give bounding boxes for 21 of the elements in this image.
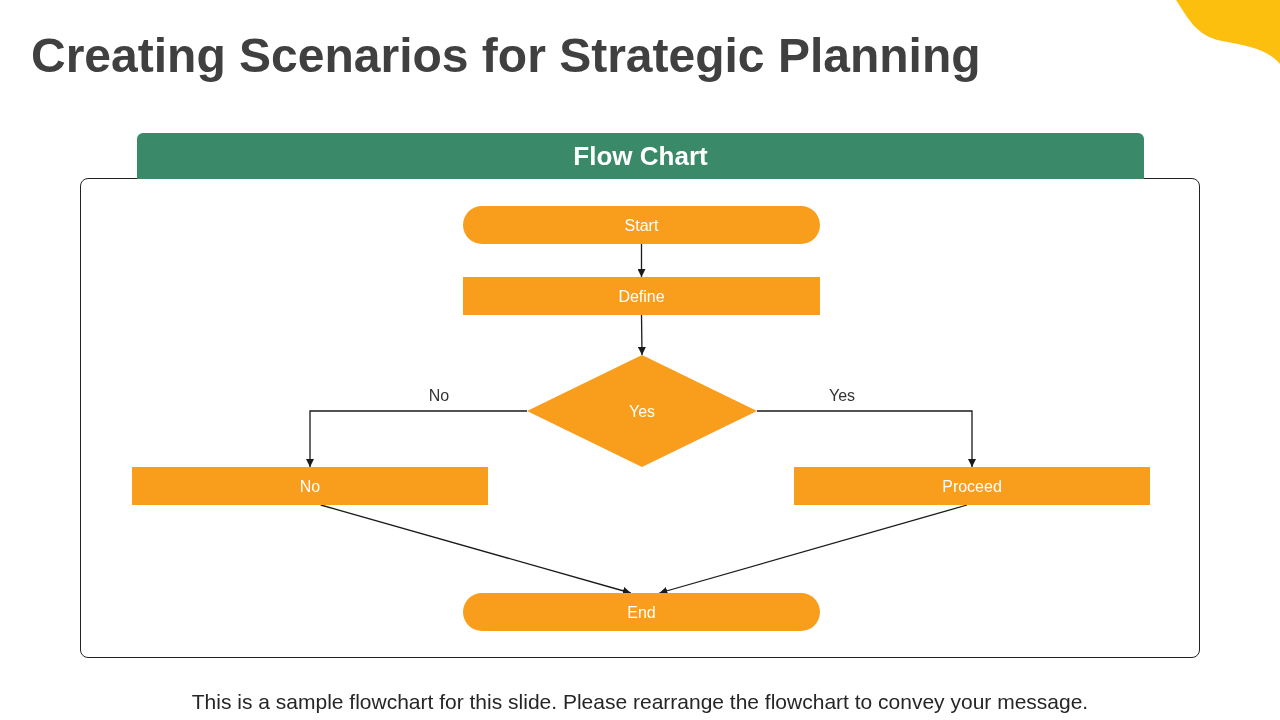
node-label: End [627,602,656,622]
node-label: Proceed [942,476,1002,496]
slide-title: Creating Scenarios for Strategic Planning [31,32,981,80]
process-box [132,467,488,505]
arrow [320,504,632,595]
terminal-box [463,593,820,631]
process-box [463,277,820,315]
arrow [637,243,646,278]
arrow [658,504,968,595]
node-label: Define [618,286,665,306]
node-label: Start [624,215,659,235]
arrow [756,410,976,468]
caption: This is a sample flowchart for this slide. Please rearrange the flowchart to convey your message. [190,689,1090,715]
node-label: Yes [628,401,656,421]
arrow [306,410,528,468]
node-label: No [299,476,321,496]
arrow [637,314,646,356]
panel-header: Flow Chart [137,133,1144,179]
decision-diamond [527,355,757,467]
terminal-box [463,206,820,244]
process-box [794,467,1150,505]
